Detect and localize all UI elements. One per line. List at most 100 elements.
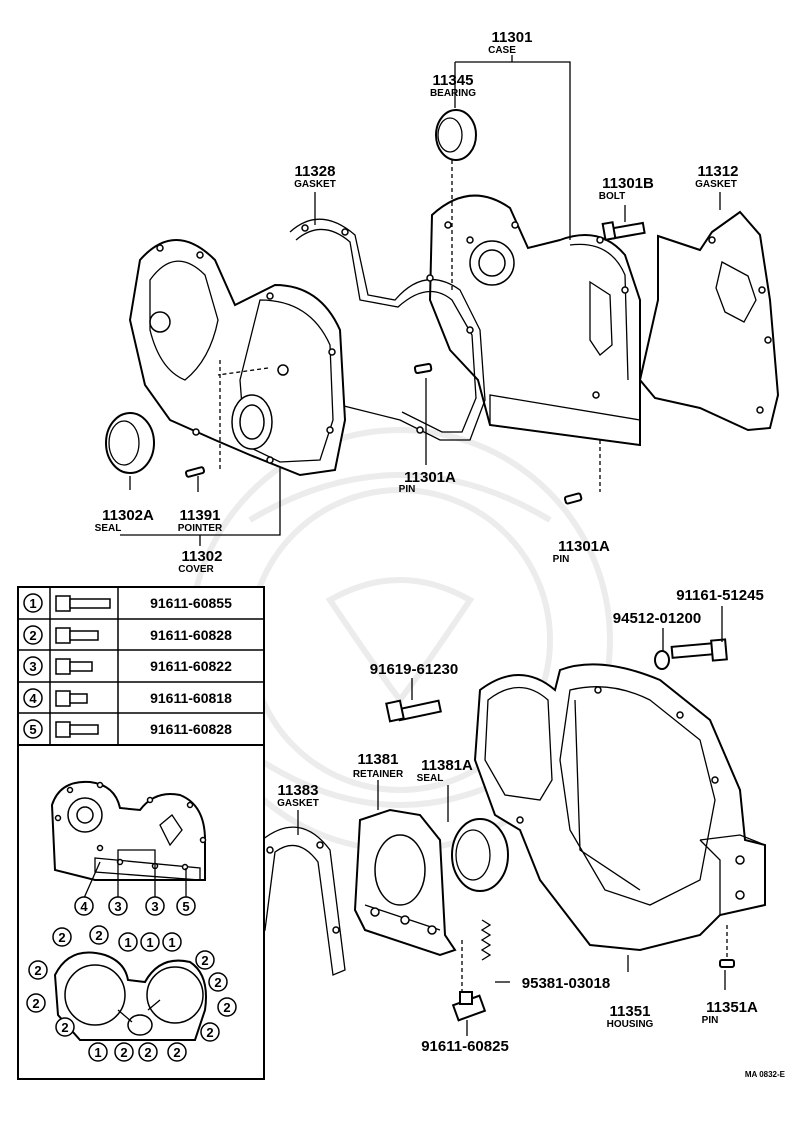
callout-number: 2 bbox=[120, 1045, 127, 1060]
gasket-11383-part bbox=[251, 826, 346, 976]
label-bolt-91619-num: 91619-61230 bbox=[370, 661, 458, 678]
gasket-11312-part bbox=[638, 210, 780, 432]
callout-number: 2 bbox=[34, 963, 41, 978]
label-gasket-plate-num: 11312 bbox=[698, 163, 739, 180]
seal-11302A-part bbox=[105, 412, 155, 474]
bolt-11301B-part bbox=[601, 221, 646, 241]
callout-number: 2 bbox=[32, 996, 39, 1011]
label-gasket-plate-name: GASKET bbox=[695, 179, 737, 190]
label-bearing-num: 11345 bbox=[433, 72, 474, 89]
label-pin-housing-num: 11351A bbox=[706, 999, 758, 1016]
label-pointer-name: POINTER bbox=[178, 523, 223, 534]
bolt-part-number: 91611-60828 bbox=[150, 721, 232, 737]
callout-number: 2 bbox=[58, 930, 65, 945]
label-retainer-num: 11381 bbox=[358, 751, 399, 768]
label-gasket-retainer-name: GASKET bbox=[277, 798, 319, 809]
bolt-table-row: 4 91611-60818 bbox=[23, 688, 232, 708]
callout-number: 2 bbox=[223, 1000, 230, 1015]
label-seal-retainer-name: SEAL bbox=[417, 773, 444, 784]
bolt-table-row: 2 91611-60828 bbox=[23, 625, 232, 645]
bolt-91161-51245-part bbox=[670, 638, 728, 662]
label-pin-case-lower-name: PIN bbox=[553, 554, 570, 565]
callout-number: 2 bbox=[144, 1045, 151, 1060]
callout-number: 1 bbox=[94, 1045, 101, 1060]
bolt-table-row: 1 91611-60855 bbox=[23, 593, 232, 613]
callout-number: 3 bbox=[114, 899, 121, 914]
label-gasket-case-name: GASKET bbox=[294, 179, 336, 190]
label-housing-name: HOUSING bbox=[607, 1019, 654, 1030]
pin-11301A-lower-part bbox=[563, 492, 583, 505]
housing-11351-part bbox=[473, 663, 766, 952]
callout-number: 2 bbox=[173, 1045, 180, 1060]
label-pointer-num: 11391 bbox=[180, 507, 221, 524]
label-spring-95381-num: 95381-03018 bbox=[522, 975, 610, 992]
callout-number: 1 bbox=[168, 935, 175, 950]
washer-94512-01200-part bbox=[654, 650, 670, 670]
callout-number: 2 bbox=[95, 928, 102, 943]
label-washer-94512-num: 94512-01200 bbox=[613, 610, 701, 627]
label-case-name: CASE bbox=[488, 45, 516, 56]
bolt-index: 3 bbox=[29, 659, 36, 674]
retainer-11381-part bbox=[353, 808, 457, 957]
label-seal-cover-num: 11302A bbox=[102, 507, 154, 524]
label-case-num: 11301 bbox=[492, 29, 533, 46]
bolt-table-row: 3 91611-60822 bbox=[23, 656, 232, 676]
bolt-icon bbox=[55, 690, 88, 707]
label-retainer-name: RETAINER bbox=[353, 769, 404, 780]
label-gasket-case-num: 11328 bbox=[295, 163, 336, 180]
label-bolt-case-name: BOLT bbox=[599, 191, 625, 202]
bolt-legend-panel: 1 91611-60855 2 91611-60828 3 bbox=[17, 586, 265, 1080]
label-pin-case-lower-num: 11301A bbox=[558, 538, 610, 555]
bolt-part-number: 91611-60822 bbox=[150, 658, 232, 674]
bolt-91619-61230-part bbox=[385, 699, 442, 723]
label-gasket-retainer-num: 11383 bbox=[278, 782, 319, 799]
pin-11351A-part bbox=[719, 959, 735, 968]
part-labels: 11301 CASE 11345 BEARING 11328 GASKET 11… bbox=[95, 29, 786, 1079]
callout-number: 2 bbox=[206, 1025, 213, 1040]
bolt-part-number: 91611-60855 bbox=[150, 595, 232, 611]
gasket-11328-part bbox=[289, 218, 486, 441]
label-cover-name: COVER bbox=[178, 564, 214, 575]
bolt-icon bbox=[55, 595, 111, 612]
label-pin-case-num: 11301A bbox=[404, 469, 456, 486]
inset-case-bolt-map bbox=[50, 780, 207, 899]
callout-number: 4 bbox=[80, 899, 88, 914]
inset-upper-callouts: 4 3 3 5 bbox=[74, 896, 196, 916]
callout-number: 2 bbox=[214, 975, 221, 990]
label-bolt-91161-num: 91161-51245 bbox=[676, 587, 764, 604]
label-housing-num: 11351 bbox=[610, 1003, 651, 1020]
bolt-index: 1 bbox=[29, 596, 36, 611]
pointer-11391-part bbox=[184, 466, 206, 478]
bolt-part-number: 91611-60818 bbox=[150, 690, 232, 706]
label-pin-case-name: PIN bbox=[399, 484, 416, 495]
lower-leader-lines bbox=[297, 606, 728, 1036]
label-bolt-91611-60825-num: 91611-60825 bbox=[421, 1038, 509, 1055]
callout-number: 1 bbox=[146, 935, 153, 950]
callout-number: 1 bbox=[124, 935, 131, 950]
cover-11302-part bbox=[128, 239, 347, 477]
label-seal-retainer-num: 11381A bbox=[421, 757, 473, 774]
bolt-91611-60825-part bbox=[451, 991, 487, 1022]
bolt-icon bbox=[55, 658, 93, 675]
spring-95381-03018-part bbox=[480, 919, 492, 961]
bolt-index: 2 bbox=[29, 628, 36, 643]
reference-code: MA 0832-E bbox=[745, 1070, 786, 1079]
label-seal-cover-name: SEAL bbox=[95, 523, 122, 534]
bolt-icon bbox=[55, 627, 99, 644]
bolt-index: 4 bbox=[29, 691, 37, 706]
seal-11381A-part bbox=[451, 818, 509, 892]
bolt-icon bbox=[55, 721, 99, 738]
label-bearing-name: BEARING bbox=[430, 88, 476, 99]
callout-number: 2 bbox=[61, 1020, 68, 1035]
pin-11301A-part bbox=[413, 362, 433, 375]
label-cover-num: 11302 bbox=[182, 548, 223, 565]
callout-number: 2 bbox=[201, 953, 208, 968]
label-pin-housing-name: PIN bbox=[702, 1015, 719, 1026]
bolt-table-row: 5 91611-60828 bbox=[23, 719, 232, 739]
upper-leader-lines bbox=[120, 55, 721, 546]
inset-lower-callouts: 2 2 1 1 1 2 2 2 2 2 2 2 2 bbox=[26, 925, 237, 1062]
bolt-index: 5 bbox=[29, 722, 36, 737]
case-11301-part bbox=[428, 194, 641, 447]
bolt-part-number: 91611-60828 bbox=[150, 627, 232, 643]
label-bolt-case-num: 11301B bbox=[602, 175, 654, 192]
